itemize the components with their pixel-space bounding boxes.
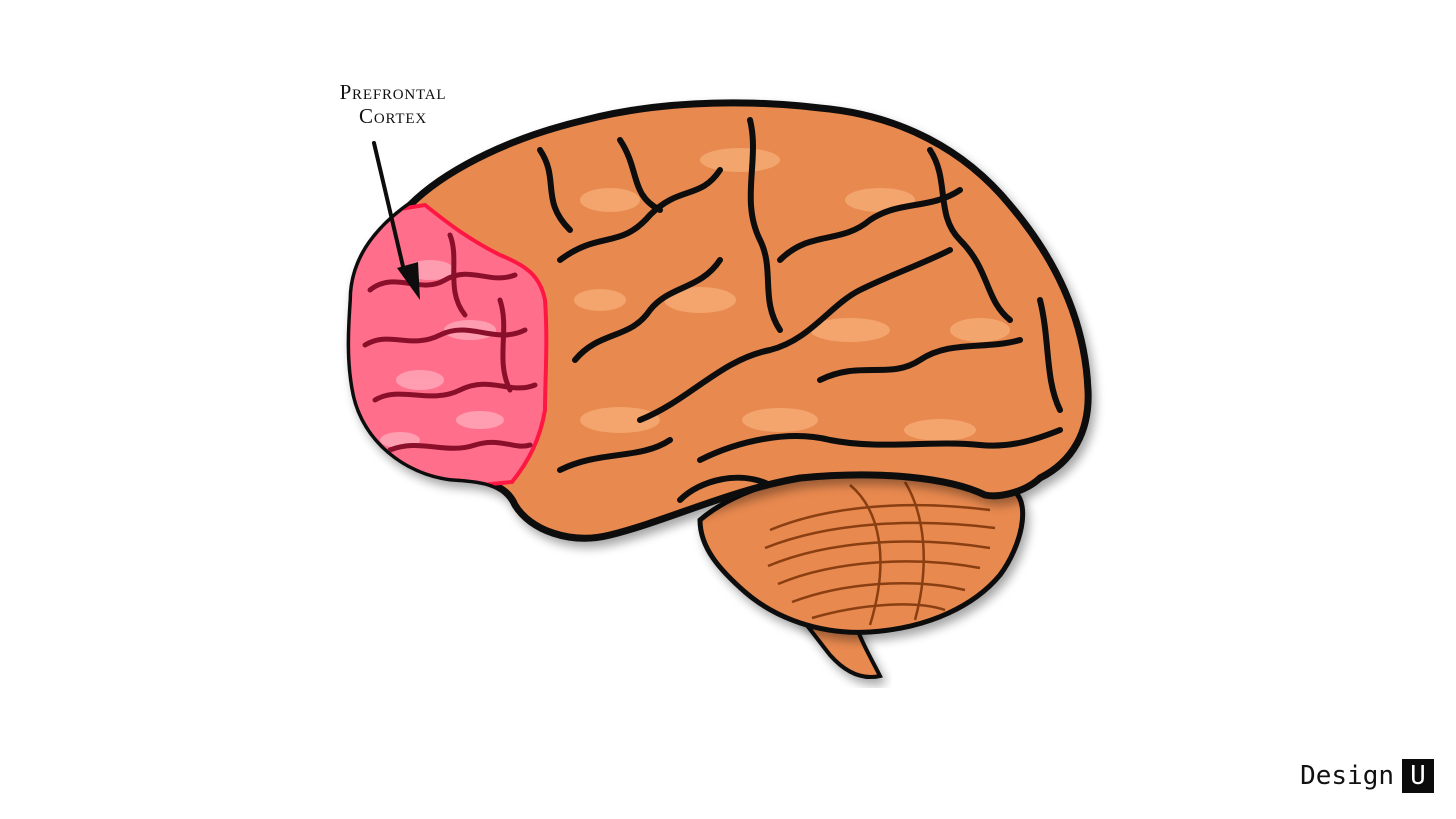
label-line-2: Cortex — [359, 104, 427, 128]
prefrontal-cortex-label: Prefrontal Cortex — [300, 80, 486, 128]
label-line-1: Prefrontal — [339, 80, 447, 104]
cerebellum-folds — [764, 481, 996, 626]
annotation-arrow — [372, 141, 420, 300]
cortex-sulci — [537, 117, 1063, 503]
prefrontal-sulci — [362, 232, 538, 453]
brand-box-letter: U — [1402, 759, 1434, 793]
brand-word: Design — [1300, 761, 1394, 791]
brand-logo: Design U — [1300, 759, 1434, 793]
